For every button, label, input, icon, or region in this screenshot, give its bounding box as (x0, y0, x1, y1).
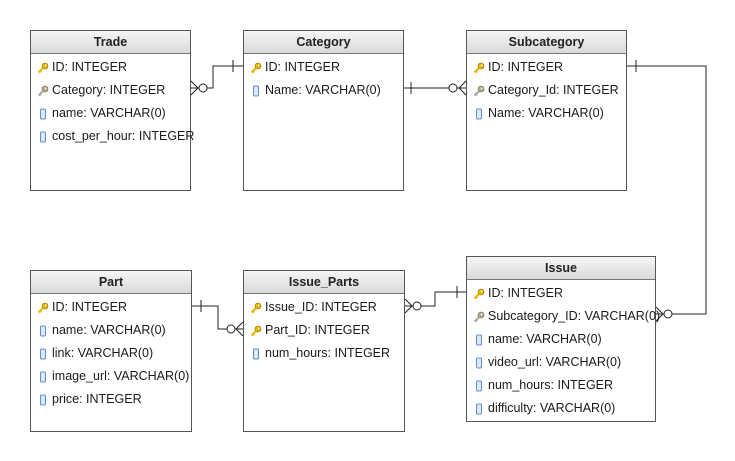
field-label: num_hours: INTEGER (488, 378, 614, 392)
primary-key-icon (37, 61, 49, 75)
table-title: Issue_Parts (244, 271, 404, 294)
column-icon (473, 107, 485, 121)
foreign-key-icon (473, 310, 485, 324)
column-icon (37, 107, 49, 121)
table-field[interactable]: num_hours: INTEGER (467, 374, 655, 397)
primary-key-icon (250, 324, 262, 338)
column-icon (37, 324, 49, 338)
primary-key-icon (473, 287, 485, 301)
table-title: Subcategory (467, 31, 626, 54)
table-field[interactable]: difficulty: VARCHAR(0) (467, 397, 655, 420)
field-label: Category: INTEGER (52, 83, 166, 97)
table-category[interactable]: Category ID: INTEGER Name: VARCHAR(0) (243, 30, 404, 191)
table-issue[interactable]: Issue ID: INTEGER Subcategory_ID: VARCHAR… (466, 256, 660, 422)
table-field[interactable]: Category: INTEGER (31, 79, 190, 102)
field-label: Name: VARCHAR(0) (488, 106, 604, 120)
column-icon (37, 370, 49, 384)
table-title: Category (244, 31, 403, 54)
column-icon (473, 379, 485, 393)
table-field[interactable]: Part_ID: INTEGER (244, 319, 404, 342)
table-field[interactable]: Name: VARCHAR(0) (467, 102, 626, 125)
field-list: ID: INTEGER name: VARCHAR(0) link: VARCHAR… (31, 294, 191, 411)
field-label: ID: INTEGER (52, 60, 128, 74)
table-field[interactable]: video_url: VARCHAR(0) (467, 351, 655, 374)
column-icon (473, 333, 485, 347)
field-label: difficulty: VARCHAR(0) (488, 401, 616, 415)
table-field[interactable]: name: VARCHAR(0) (31, 102, 190, 125)
field-label: price: INTEGER (52, 392, 142, 406)
foreign-key-icon (37, 84, 49, 98)
field-list: Issue_ID: INTEGER Part_ID: INTEGER num_hou… (244, 294, 404, 365)
table-field[interactable]: price: INTEGER (31, 388, 191, 411)
table-field[interactable]: ID: INTEGER (31, 56, 190, 79)
column-icon (37, 393, 49, 407)
field-label: ID: INTEGER (488, 60, 564, 74)
table-field[interactable]: ID: INTEGER (31, 296, 191, 319)
table-title: Issue (467, 257, 655, 280)
relationship-category-trade (190, 60, 243, 96)
table-part[interactable]: Part ID: INTEGER name: VARCHAR(0) link: VA… (30, 270, 192, 432)
table-subcategory[interactable]: Subcategory ID: INTEGER Category_Id: INTE… (466, 30, 627, 191)
field-label: Subcategory_ID: VARCHAR(0) (488, 309, 661, 323)
field-label: Name: VARCHAR(0) (265, 83, 381, 97)
table-field[interactable]: cost_per_hour: INTEGER (31, 125, 194, 148)
table-field[interactable]: Name: VARCHAR(0) (244, 79, 403, 102)
field-list: ID: INTEGER Category_Id: INTEGER Name: VAR… (467, 54, 626, 125)
field-label: Issue_ID: INTEGER (265, 300, 377, 314)
field-label: ID: INTEGER (52, 300, 128, 314)
field-label: ID: INTEGER (488, 286, 564, 300)
table-field[interactable]: name: VARCHAR(0) (467, 328, 655, 351)
field-list: ID: INTEGER Category: INTEGER name: VARCHA… (31, 54, 194, 148)
table-field[interactable]: num_hours: INTEGER (244, 342, 404, 365)
field-label: ID: INTEGER (265, 60, 341, 74)
table-field[interactable]: link: VARCHAR(0) (31, 342, 191, 365)
column-icon (473, 402, 485, 416)
field-label: video_url: VARCHAR(0) (488, 355, 622, 369)
field-label: num_hours: INTEGER (265, 346, 391, 360)
table-title: Trade (31, 31, 190, 54)
relationship-category-subcategory (404, 80, 467, 96)
field-label: Part_ID: INTEGER (265, 323, 370, 337)
field-label: image_url: VARCHAR(0) (52, 369, 190, 383)
column-icon (250, 84, 262, 98)
field-label: Category_Id: INTEGER (488, 83, 619, 97)
primary-key-icon (473, 61, 485, 75)
field-label: name: VARCHAR(0) (52, 323, 166, 337)
table-field[interactable]: image_url: VARCHAR(0) (31, 365, 191, 388)
table-field[interactable]: Issue_ID: INTEGER (244, 296, 404, 319)
table-issue-parts[interactable]: Issue_Parts Issue_ID: INTEGER Part_ID: IN… (243, 270, 405, 432)
column-icon (37, 347, 49, 361)
primary-key-icon (37, 301, 49, 315)
field-label: link: VARCHAR(0) (52, 346, 154, 360)
table-field[interactable]: ID: INTEGER (467, 282, 655, 305)
relationship-part-issueparts (192, 300, 244, 337)
field-label: name: VARCHAR(0) (488, 332, 602, 346)
primary-key-icon (250, 301, 262, 315)
field-list: ID: INTEGER Name: VARCHAR(0) (244, 54, 403, 102)
table-field[interactable]: ID: INTEGER (244, 56, 403, 79)
column-icon (37, 130, 49, 144)
table-field[interactable]: Category_Id: INTEGER (467, 79, 626, 102)
table-trade[interactable]: Trade ID: INTEGER Category: INTEGER name: … (30, 30, 194, 191)
relationship-issue-issueparts (404, 286, 466, 314)
field-list: ID: INTEGER Subcategory_ID: VARCHAR(0) nam… (467, 280, 660, 420)
table-title: Part (31, 271, 191, 294)
primary-key-icon (250, 61, 262, 75)
column-icon (473, 356, 485, 370)
table-field[interactable]: name: VARCHAR(0) (31, 319, 191, 342)
field-label: name: VARCHAR(0) (52, 106, 166, 120)
field-label: cost_per_hour: INTEGER (52, 129, 195, 143)
table-field[interactable]: ID: INTEGER (467, 56, 626, 79)
table-field[interactable]: Subcategory_ID: VARCHAR(0) (467, 305, 660, 328)
foreign-key-icon (473, 84, 485, 98)
column-icon (250, 347, 262, 361)
